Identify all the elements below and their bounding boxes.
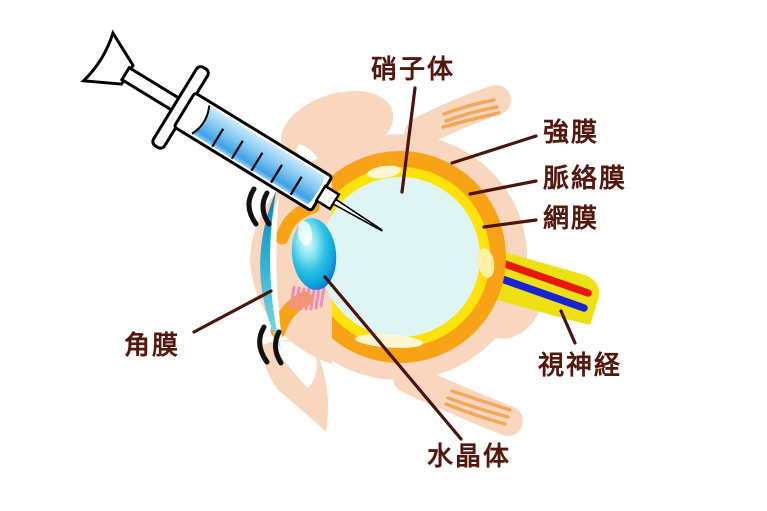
barrel-scale-ticks [211,128,303,196]
syringe-liquid [191,105,326,205]
labels: 硝子体 強膜 脈絡膜 網膜 角膜 視神経 水晶体 [124,55,627,472]
label-cornea: 角膜 [124,330,180,361]
leader-lens [323,275,463,441]
label-sclera: 強膜 [543,118,599,148]
optic-nerve-vein [498,275,588,312]
retina-notch-bottom [355,334,423,348]
superior-muscle [405,85,511,147]
plunger-thumb-pad [80,29,135,86]
label-retina: 網膜 [543,203,599,234]
inferior-muscle [393,363,523,436]
lens-highlight [297,221,313,245]
vitreous-body [320,177,480,337]
leader-optic-nerve [559,309,577,345]
plunger-seal [191,105,211,135]
label-choroid: 脈絡膜 [543,163,627,194]
motion-marks [246,186,284,366]
label-optic-nerve: 視神経 [538,350,622,381]
plunger-rod [119,65,183,114]
retina-notch-top [367,165,401,179]
label-vitreous: 硝子体 [371,55,455,85]
leader-vitreous [400,86,417,194]
syringe [80,29,383,232]
optic-nerve-band [480,245,600,325]
optic-disc [477,248,495,278]
zonule-fibers [289,285,326,311]
leader-sclera [450,134,538,165]
lower-lid-gap [272,341,317,388]
cornea-shape [260,191,281,350]
needle [331,198,383,232]
leader-cornea [192,289,273,334]
leader-choroid [468,179,538,196]
leader-lines [192,86,577,441]
label-lens: 水晶体 [427,442,511,472]
leader-retina [482,218,538,229]
optic-nerve-artery [501,260,592,297]
